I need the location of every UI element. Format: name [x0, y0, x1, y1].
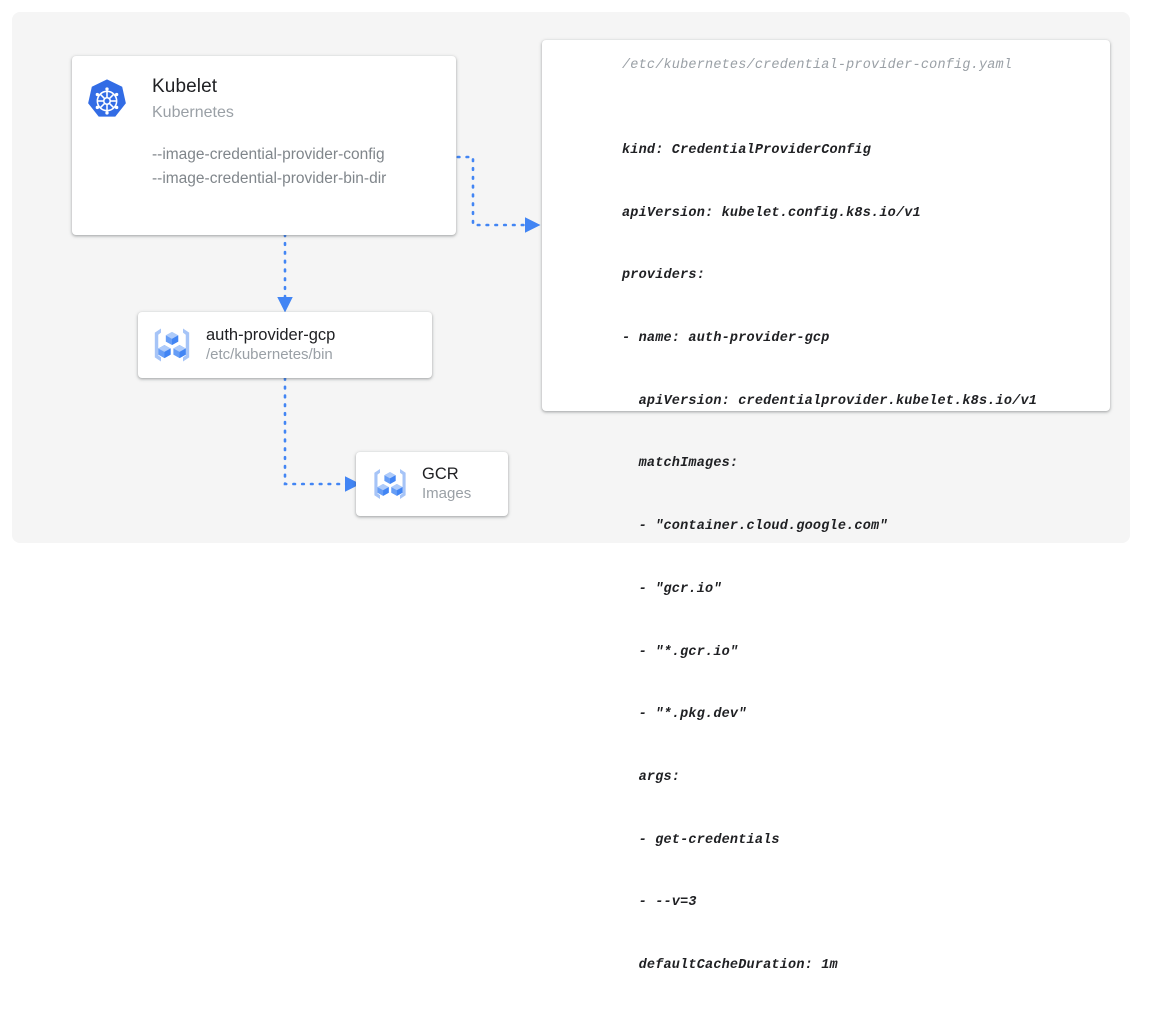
yaml-file-path: /etc/kubernetes/credential-provider-conf…: [622, 58, 1013, 73]
yaml-content: kind: CredentialProviderConfig apiVersio…: [622, 99, 1037, 1019]
kubelet-flag-bin-dir: --image-credential-provider-bin-dir: [152, 170, 387, 187]
gcr-title: GCR: [422, 465, 459, 483]
yaml-line: apiVersion: credentialprovider.kubelet.k…: [622, 393, 1038, 409]
yaml-line: args:: [622, 770, 681, 785]
kubelet-card[interactable]: Kubelet Kubernetes --image-credential-pr…: [72, 56, 456, 235]
kubelet-title: Kubelet: [152, 76, 218, 97]
auth-provider-gcp-card[interactable]: auth-provider-gcp /etc/kubernetes/bin: [138, 312, 432, 378]
yaml-line: apiVersion: kubelet.config.k8s.io/v1: [622, 205, 921, 221]
kubelet-subtitle: Kubernetes: [152, 104, 234, 121]
yaml-line: - get-credentials: [622, 832, 780, 848]
gcr-card[interactable]: GCR Images: [356, 452, 508, 516]
yaml-line: - "*.gcr.io": [622, 644, 739, 660]
kubelet-flag-config: --image-credential-provider-config: [152, 146, 385, 163]
yaml-line: providers:: [622, 268, 706, 284]
gcr-subtitle: Images: [422, 485, 472, 502]
auth-provider-gcp-title: auth-provider-gcp: [206, 326, 336, 344]
yaml-line: kind: CredentialProviderConfig: [622, 142, 872, 158]
auth-provider-gcp-subtitle: /etc/kubernetes/bin: [206, 346, 333, 363]
credential-provider-config-card[interactable]: /etc/kubernetes/credential-provider-conf…: [542, 40, 1110, 973]
yaml-line: - "gcr.io": [622, 581, 722, 597]
connector-auth-provider-to-gcr: [283, 376, 361, 492]
kubelet-flag-list: --image-credential-provider-config --ima…: [152, 143, 386, 191]
gcp-container-registry-icon: [374, 469, 406, 499]
yaml-line: defaultCacheDuration: 1m: [622, 958, 838, 974]
yaml-line: - --v=3: [622, 895, 697, 911]
yaml-line: - name: auth-provider-gcp: [622, 330, 830, 346]
yaml-line: - "*.pkg.dev": [622, 707, 747, 723]
gcr-text: GCR Images: [422, 464, 471, 504]
yaml-line: matchImages:: [622, 456, 739, 472]
kubernetes-logo-icon: [88, 79, 126, 117]
yaml-line: - "container.cloud.google.com": [622, 519, 888, 535]
gcp-container-registry-icon: [154, 328, 190, 362]
auth-provider-gcp-text: auth-provider-gcp /etc/kubernetes/bin: [206, 325, 335, 365]
